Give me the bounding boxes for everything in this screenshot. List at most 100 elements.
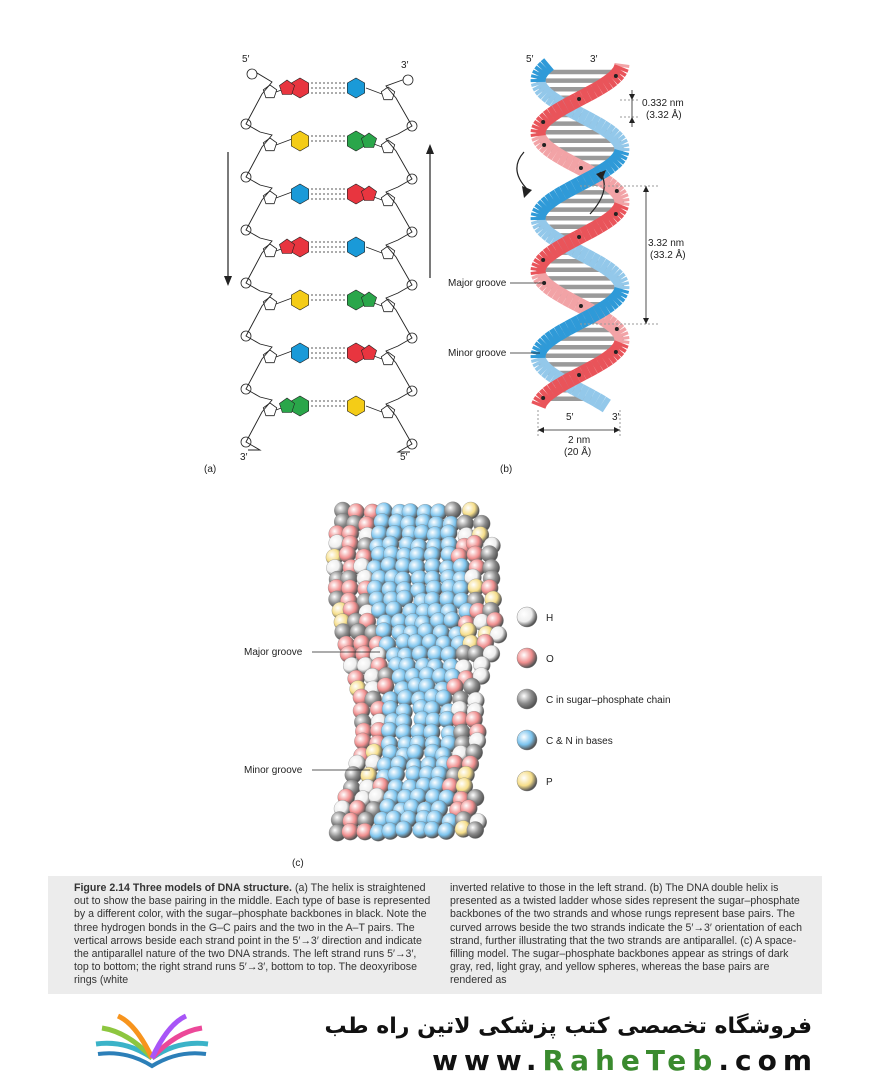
red-strand-segment	[604, 178, 618, 193]
sugar-phosphate-backbones	[240, 68, 418, 453]
blue-strand-segment	[554, 186, 567, 203]
blue-strand-segment	[606, 127, 620, 142]
blue-strand-segment	[576, 246, 590, 263]
panel-a-straightened-helix: 5′ 3′ 3′ 5′ (a)	[204, 54, 434, 475]
phosphate-dot	[577, 373, 582, 377]
blue-strand-segment	[601, 297, 615, 314]
legend-swatch	[516, 688, 538, 710]
blue-strand-segment	[588, 390, 601, 407]
blue-strand-segment	[532, 357, 548, 368]
blue-strand-segment	[530, 79, 547, 88]
red-strand-segment	[542, 247, 556, 262]
a-top-right-label: 3′	[401, 60, 409, 71]
blue-strand-segment	[545, 366, 559, 383]
blue-strand-segment	[540, 334, 554, 349]
red-strand-segment	[542, 109, 556, 124]
phosphate-circle	[246, 68, 258, 80]
blue-strand-segment	[611, 272, 626, 285]
blue-strand-segment	[571, 381, 584, 398]
blue-strand-segment	[611, 134, 626, 147]
blue-strand-segment	[570, 177, 584, 194]
blue-strand-segment	[534, 341, 549, 354]
red-strand-segment	[562, 153, 576, 170]
deoxyribose-ring	[262, 296, 278, 311]
blue-strand-segment	[582, 387, 596, 404]
blue-strand-segment	[564, 318, 578, 335]
blue-strand-segment	[609, 130, 623, 145]
red-strand-segment	[579, 87, 593, 104]
red-strand-segment	[590, 219, 604, 236]
blue-strand-segment	[541, 226, 555, 241]
red-strand-segment	[613, 331, 629, 340]
turn-angstrom-label: (33.2 Å)	[650, 248, 686, 261]
red-strand-segment	[567, 369, 581, 386]
blue-strand-segment	[582, 111, 596, 128]
blue-strand-segment	[540, 196, 554, 211]
blue-strand-segment	[534, 83, 549, 96]
red-strand-segment	[556, 150, 570, 167]
red-strand-segment	[562, 96, 576, 113]
figure-caption: Figure 2.14 Three models of DNA structur…	[48, 876, 822, 994]
blue-strand-segment	[598, 396, 611, 413]
red-strand-segment	[547, 282, 560, 299]
blue-strand-segment	[554, 324, 567, 341]
blue-strand-segment	[581, 171, 595, 188]
deoxyribose-ring	[262, 84, 278, 99]
base-hexagon	[291, 342, 309, 364]
turn-dimension	[580, 185, 658, 325]
red-strand-segment	[562, 234, 576, 251]
glycosidic-bond	[275, 138, 293, 146]
legend-label: P	[546, 777, 553, 788]
red-strand-segment	[604, 316, 618, 331]
glycosidic-bond	[275, 191, 293, 199]
red-strand-segment	[595, 78, 609, 95]
blue-strand-segment	[576, 312, 589, 329]
a-top-left-label: 5′	[242, 54, 250, 65]
right-backbone	[385, 77, 413, 453]
base-pair	[275, 77, 383, 99]
blue-strand-segment	[613, 143, 630, 150]
red-strand-segment	[567, 93, 581, 110]
phosphate-dot	[578, 166, 583, 170]
blue-strand-segment	[549, 189, 562, 206]
red-strand-segment	[584, 360, 598, 377]
phosphate-dot	[542, 281, 547, 285]
blue-strand-segment	[530, 212, 547, 219]
red-strand-segment	[604, 211, 618, 226]
red-strand-segment	[607, 319, 621, 334]
glycosidic-bond	[365, 246, 383, 254]
red-strand-segment	[600, 174, 613, 191]
blue-strand-segment	[612, 276, 628, 287]
left-strand-arrow	[224, 152, 232, 286]
base-pentagon	[361, 185, 377, 201]
red-strand-segment	[607, 181, 621, 196]
phosphate-dot	[613, 350, 618, 354]
red-strand-segment	[613, 340, 629, 349]
blue-strand-segment	[582, 249, 596, 266]
blue-strand-segment	[606, 265, 620, 280]
blue-strand-segment	[593, 255, 606, 272]
red-strand-segment	[595, 216, 609, 233]
c-minor-groove-label: Minor groove	[244, 765, 303, 776]
a-bottom-left-label: 3′	[240, 452, 248, 463]
red-strand-segment	[551, 147, 565, 164]
footer-branding: فروشگاه تخصصی کتب پزشکی لاتین راه طب www…	[0, 1000, 870, 1079]
base-pentagon	[279, 238, 295, 254]
blue-strand-segment	[545, 90, 559, 107]
phosphate-dot	[613, 74, 618, 78]
blue-strand-segment	[532, 345, 548, 356]
blue-strand-segment	[611, 290, 626, 303]
width-angstrom-label: (20 Å)	[564, 445, 591, 458]
phosphate-dot	[541, 258, 546, 262]
red-strand-segment	[547, 381, 560, 398]
phosphate-dot	[577, 235, 582, 239]
blue-strand-segment	[559, 321, 572, 338]
red-strand-segment	[613, 193, 629, 202]
blue-strand-segment	[605, 157, 619, 172]
blue-strand-segment	[532, 207, 548, 218]
caption-text-1: (a) The helix is straightened out to sho…	[74, 882, 431, 987]
red-strand-segment	[579, 363, 593, 380]
blue-strand-segment	[605, 295, 619, 310]
deoxyribose-ring	[380, 298, 396, 313]
glycosidic-bond	[365, 405, 383, 413]
